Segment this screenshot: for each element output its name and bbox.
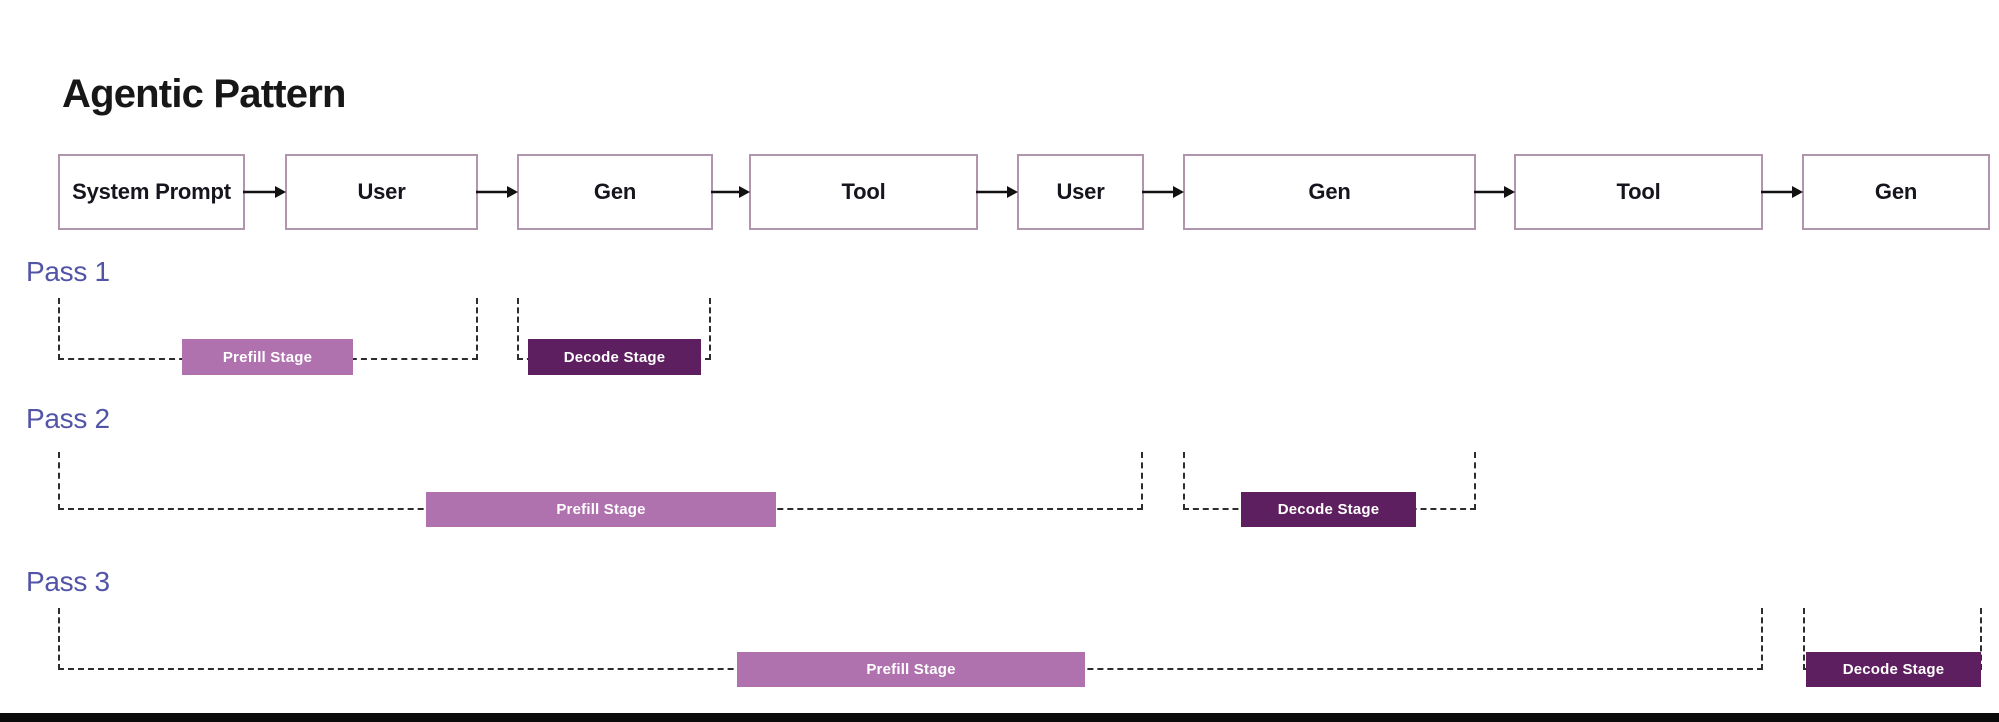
flow-arrow-icon [1142, 184, 1185, 200]
flow-box-system-prompt: System Prompt [58, 154, 245, 230]
flow-box-tool-2: Tool [1514, 154, 1763, 230]
pass-1-label: Pass 1 [26, 256, 110, 287]
pass-1-prefill-stage: Prefill Stage [182, 339, 353, 375]
flow-arrow-icon [976, 184, 1019, 200]
flow-arrow-icon [476, 184, 519, 200]
pass-3-prefill-stage: Prefill Stage [737, 652, 1085, 687]
flow-box-gen-2: Gen [1183, 154, 1476, 230]
flow-box-user-1: User [285, 154, 478, 230]
flow-box-gen-3: Gen [1802, 154, 1990, 230]
flow-arrow-icon [1761, 184, 1804, 200]
pass-1-decode-stage: Decode Stage [528, 339, 701, 375]
pass-3-label: Pass 3 [26, 566, 110, 597]
flow-arrow-icon [243, 184, 287, 200]
flow-box-gen-1: Gen [517, 154, 713, 230]
flow-box-tool-1: Tool [749, 154, 978, 230]
flow-arrow-icon [1474, 184, 1516, 200]
pass-3-decode-stage: Decode Stage [1806, 652, 1981, 687]
pass-2-decode-stage: Decode Stage [1241, 492, 1416, 527]
diagram-title: Agentic Pattern [62, 72, 346, 116]
bottom-bar [0, 713, 1999, 722]
flow-arrow-icon [711, 184, 751, 200]
flow-box-user-2: User [1017, 154, 1144, 230]
pass-2-label: Pass 2 [26, 403, 110, 434]
pass-2-prefill-stage: Prefill Stage [426, 492, 776, 527]
